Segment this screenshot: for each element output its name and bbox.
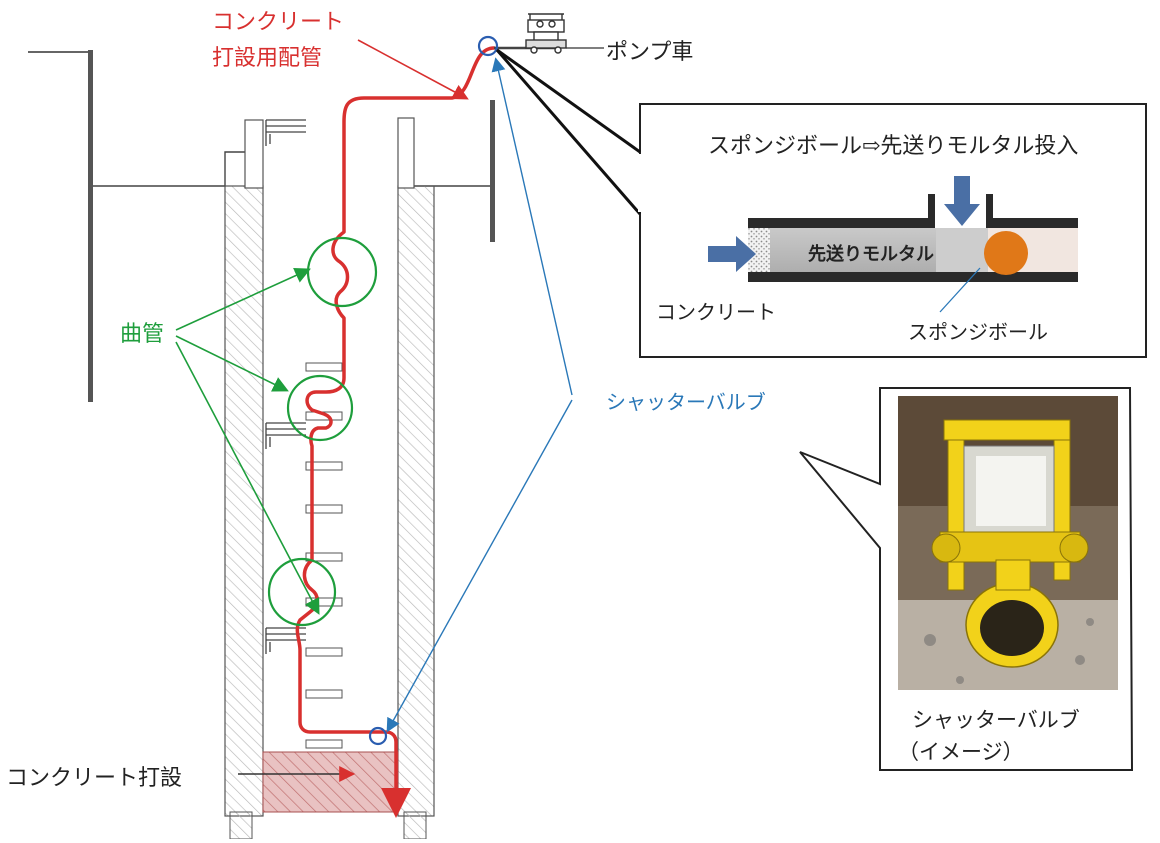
shutter-valve-label: シャッターバルブ — [606, 390, 766, 414]
mortar-label: 先送りモルタル — [808, 244, 934, 265]
ladder-rungs — [305, 362, 343, 749]
bent-marker-1 — [306, 236, 378, 308]
bent-pipe-label: 曲管 — [120, 322, 165, 347]
bent-label-arrows — [175, 268, 320, 615]
photo-caption-line1: シャッターバルブ — [912, 708, 1080, 732]
pump-truck-label: ポンプ車 — [606, 40, 694, 65]
bent-marker-2 — [286, 374, 354, 442]
pipe-label-line2: 打設用配管 — [212, 46, 323, 71]
concrete-placing-label: コンクリート打設 — [6, 766, 183, 791]
concrete-push-arrow — [708, 236, 756, 272]
valve-label-arrows — [386, 57, 573, 733]
wall-brackets — [265, 119, 306, 654]
photo-caption-line2: （イメージ） — [898, 740, 1024, 764]
bent-pipe-markers — [267, 236, 378, 627]
shutter-valve-photo-callout — [799, 387, 1134, 771]
bottom-valve-marker — [368, 726, 388, 746]
top-valve-marker — [477, 35, 499, 57]
sponge-ball-label: スポンジボール — [908, 320, 1048, 344]
shutter-valve-image — [931, 419, 1089, 668]
pipe-label-line1: コンクリート — [212, 10, 345, 35]
shaft-structure — [28, 50, 495, 840]
pipe-label-arrow — [357, 39, 469, 100]
bent-marker-3 — [267, 557, 337, 627]
pump-truck-icon — [525, 13, 567, 54]
callout-title: スポンジボール⇨先送りモルタル投入 — [708, 134, 1079, 159]
sponge-ball-callout — [495, 48, 1147, 358]
sponge-ball — [984, 231, 1028, 275]
concrete-pipe — [295, 46, 496, 812]
mortar-inject-arrow — [944, 176, 980, 226]
concrete-label: コンクリート — [656, 300, 776, 324]
placed-concrete — [262, 751, 399, 813]
